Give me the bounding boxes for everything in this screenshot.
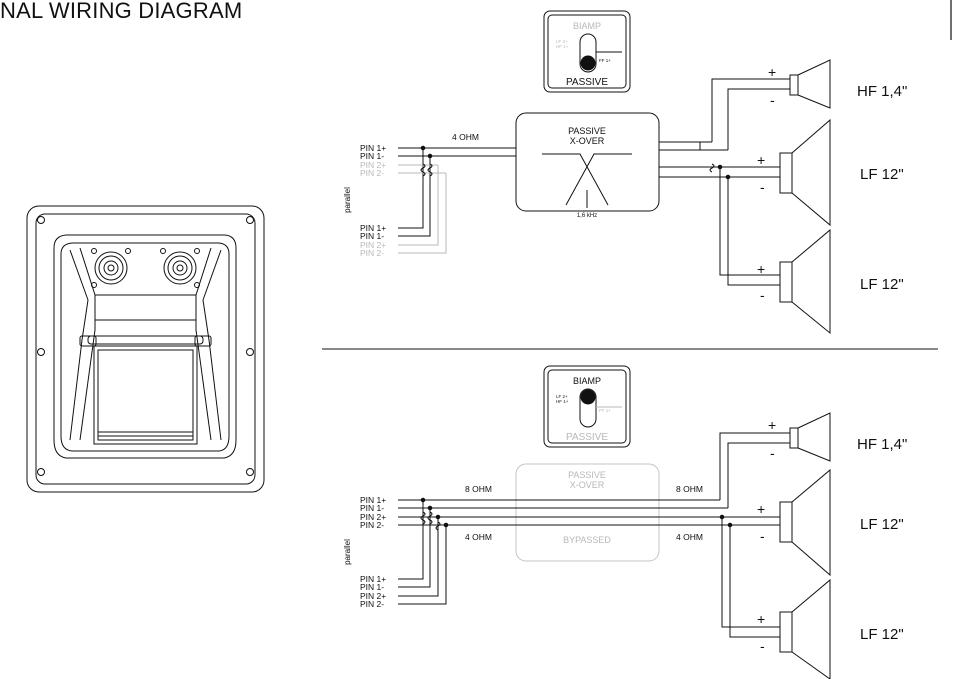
bypassed-label: BYPASSED bbox=[563, 535, 611, 545]
polarity-marks-bottom: + - + - + - bbox=[757, 417, 776, 654]
crossover-bottom-bypassed: PASSIVE X-OVER BYPASSED bbox=[515, 463, 660, 562]
switch-biamp-label-bottom: BIAMP bbox=[573, 376, 601, 386]
crossover-top: PASSIVE X-OVER 1,6 kHz bbox=[515, 112, 660, 219]
svg-text:X-OVER: X-OVER bbox=[570, 480, 605, 490]
svg-text:HF 1+: HF 1+ bbox=[556, 44, 569, 49]
svg-text:PIN 1-: PIN 1- bbox=[360, 151, 384, 161]
lf-label-bottom-2: LF 12" bbox=[860, 626, 904, 643]
svg-text:PIN 1-: PIN 1- bbox=[360, 231, 384, 241]
svg-text:8 OHM: 8 OHM bbox=[676, 484, 703, 494]
switch-passive-label-bottom: PASSIVE bbox=[566, 432, 608, 443]
lf-speaker-bottom-2 bbox=[779, 578, 831, 679]
lf-speaker-top-2 bbox=[779, 228, 831, 335]
svg-text:PIN 2-: PIN 2- bbox=[360, 520, 384, 530]
speaker-labels-top: HF 1,4" LF 12" LF 12" bbox=[857, 83, 907, 293]
svg-text:PIN 1-: PIN 1- bbox=[360, 503, 384, 513]
svg-text:PIN 1-: PIN 1- bbox=[360, 582, 384, 592]
speaker-labels-bottom: HF 1,4" LF 12" LF 12" bbox=[857, 436, 907, 643]
svg-text:-: - bbox=[760, 528, 765, 544]
svg-text:PIN 2-: PIN 2- bbox=[360, 248, 384, 258]
connector-plate bbox=[26, 205, 265, 493]
hf-driver-top bbox=[789, 59, 831, 109]
svg-text:8 OHM: 8 OHM bbox=[465, 484, 492, 494]
page-title: NAL WIRING DIAGRAM bbox=[0, 0, 243, 23]
lf-speaker-bottom-1 bbox=[779, 468, 831, 577]
hf-driver-bottom bbox=[789, 412, 831, 462]
polarity-marks-top: + - + - + - bbox=[757, 64, 776, 303]
svg-text:FF 1+: FF 1+ bbox=[599, 58, 611, 63]
svg-text:LF 2+: LF 2+ bbox=[556, 39, 568, 44]
switch-knob bbox=[580, 55, 596, 71]
svg-text:PIN 2+: PIN 2+ bbox=[360, 160, 386, 170]
svg-text:PIN 1+: PIN 1+ bbox=[360, 574, 386, 584]
lf-label-top-2: LF 12" bbox=[860, 276, 904, 293]
ohm-label-top: 4 OHM bbox=[452, 132, 479, 142]
switch-biamp-label: BIAMP bbox=[573, 21, 601, 31]
input-wiring-bottom bbox=[398, 497, 780, 605]
ohm-labels-bottom: 8 OHM 4 OHM 8 OHM 4 OHM bbox=[465, 484, 703, 542]
svg-text:PIN 1+: PIN 1+ bbox=[360, 143, 386, 153]
svg-text:+: + bbox=[757, 501, 765, 517]
svg-text:PASSIVE: PASSIVE bbox=[568, 126, 606, 136]
lf-speaker-top-1 bbox=[779, 118, 831, 227]
parallel-label-top: parallel bbox=[343, 187, 352, 213]
svg-text:PASSIVE: PASSIVE bbox=[568, 470, 606, 480]
svg-text:4 OHM: 4 OHM bbox=[676, 532, 703, 542]
hf-label-bottom: HF 1,4" bbox=[857, 436, 907, 453]
output-wiring-bottom bbox=[719, 432, 790, 638]
crossover-frequency: 1,6 kHz bbox=[577, 213, 597, 219]
svg-text:X-OVER: X-OVER bbox=[570, 136, 605, 146]
parallel-label-bottom: parallel bbox=[343, 539, 352, 565]
svg-text:-: - bbox=[760, 179, 765, 195]
svg-text:PIN 1+: PIN 1+ bbox=[360, 495, 386, 505]
svg-text:PIN 2-: PIN 2- bbox=[360, 168, 384, 178]
svg-text:PIN 1+: PIN 1+ bbox=[360, 223, 386, 233]
hf-label-top: HF 1,4" bbox=[857, 83, 907, 100]
svg-text:+: + bbox=[757, 611, 765, 627]
svg-text:PIN 2+: PIN 2+ bbox=[360, 240, 386, 250]
output-wiring-top bbox=[659, 78, 790, 286]
input-wiring-top bbox=[398, 145, 516, 254]
svg-text:FF 1+: FF 1+ bbox=[599, 408, 611, 413]
svg-text:PIN 2+: PIN 2+ bbox=[360, 512, 386, 522]
mode-switch-top: BIAMP PASSIVE LF 2+ HF 1+ FF 1+ bbox=[543, 10, 631, 93]
svg-text:+: + bbox=[757, 152, 765, 168]
pin-labels-top: PIN 1+ PIN 1- PIN 2+ PIN 2- PIN 1+ PIN 1… bbox=[360, 143, 386, 258]
switch-passive-label: PASSIVE bbox=[566, 77, 608, 88]
svg-text:HF 1+: HF 1+ bbox=[556, 399, 569, 404]
svg-text:-: - bbox=[770, 445, 775, 461]
svg-text:+: + bbox=[768, 417, 776, 433]
pin-labels-bottom: PIN 1+ PIN 1- PIN 2+ PIN 2- PIN 1+ PIN 1… bbox=[360, 495, 386, 609]
svg-text:-: - bbox=[760, 287, 765, 303]
svg-text:+: + bbox=[757, 261, 765, 277]
svg-text:PIN 2+: PIN 2+ bbox=[360, 591, 386, 601]
svg-text:LF 2+: LF 2+ bbox=[556, 394, 568, 399]
svg-text:-: - bbox=[760, 638, 765, 654]
lf-label-top-1: LF 12" bbox=[860, 166, 904, 183]
lf-label-bottom-1: LF 12" bbox=[860, 516, 904, 533]
svg-text:+: + bbox=[768, 64, 776, 80]
mode-switch-bottom: BIAMP PASSIVE LF 2+ HF 1+ FF 1+ bbox=[543, 365, 631, 448]
svg-text:PIN 2-: PIN 2- bbox=[360, 599, 384, 609]
switch-knob-bottom bbox=[580, 389, 596, 405]
svg-text:4 OHM: 4 OHM bbox=[465, 532, 492, 542]
svg-text:-: - bbox=[770, 92, 775, 108]
